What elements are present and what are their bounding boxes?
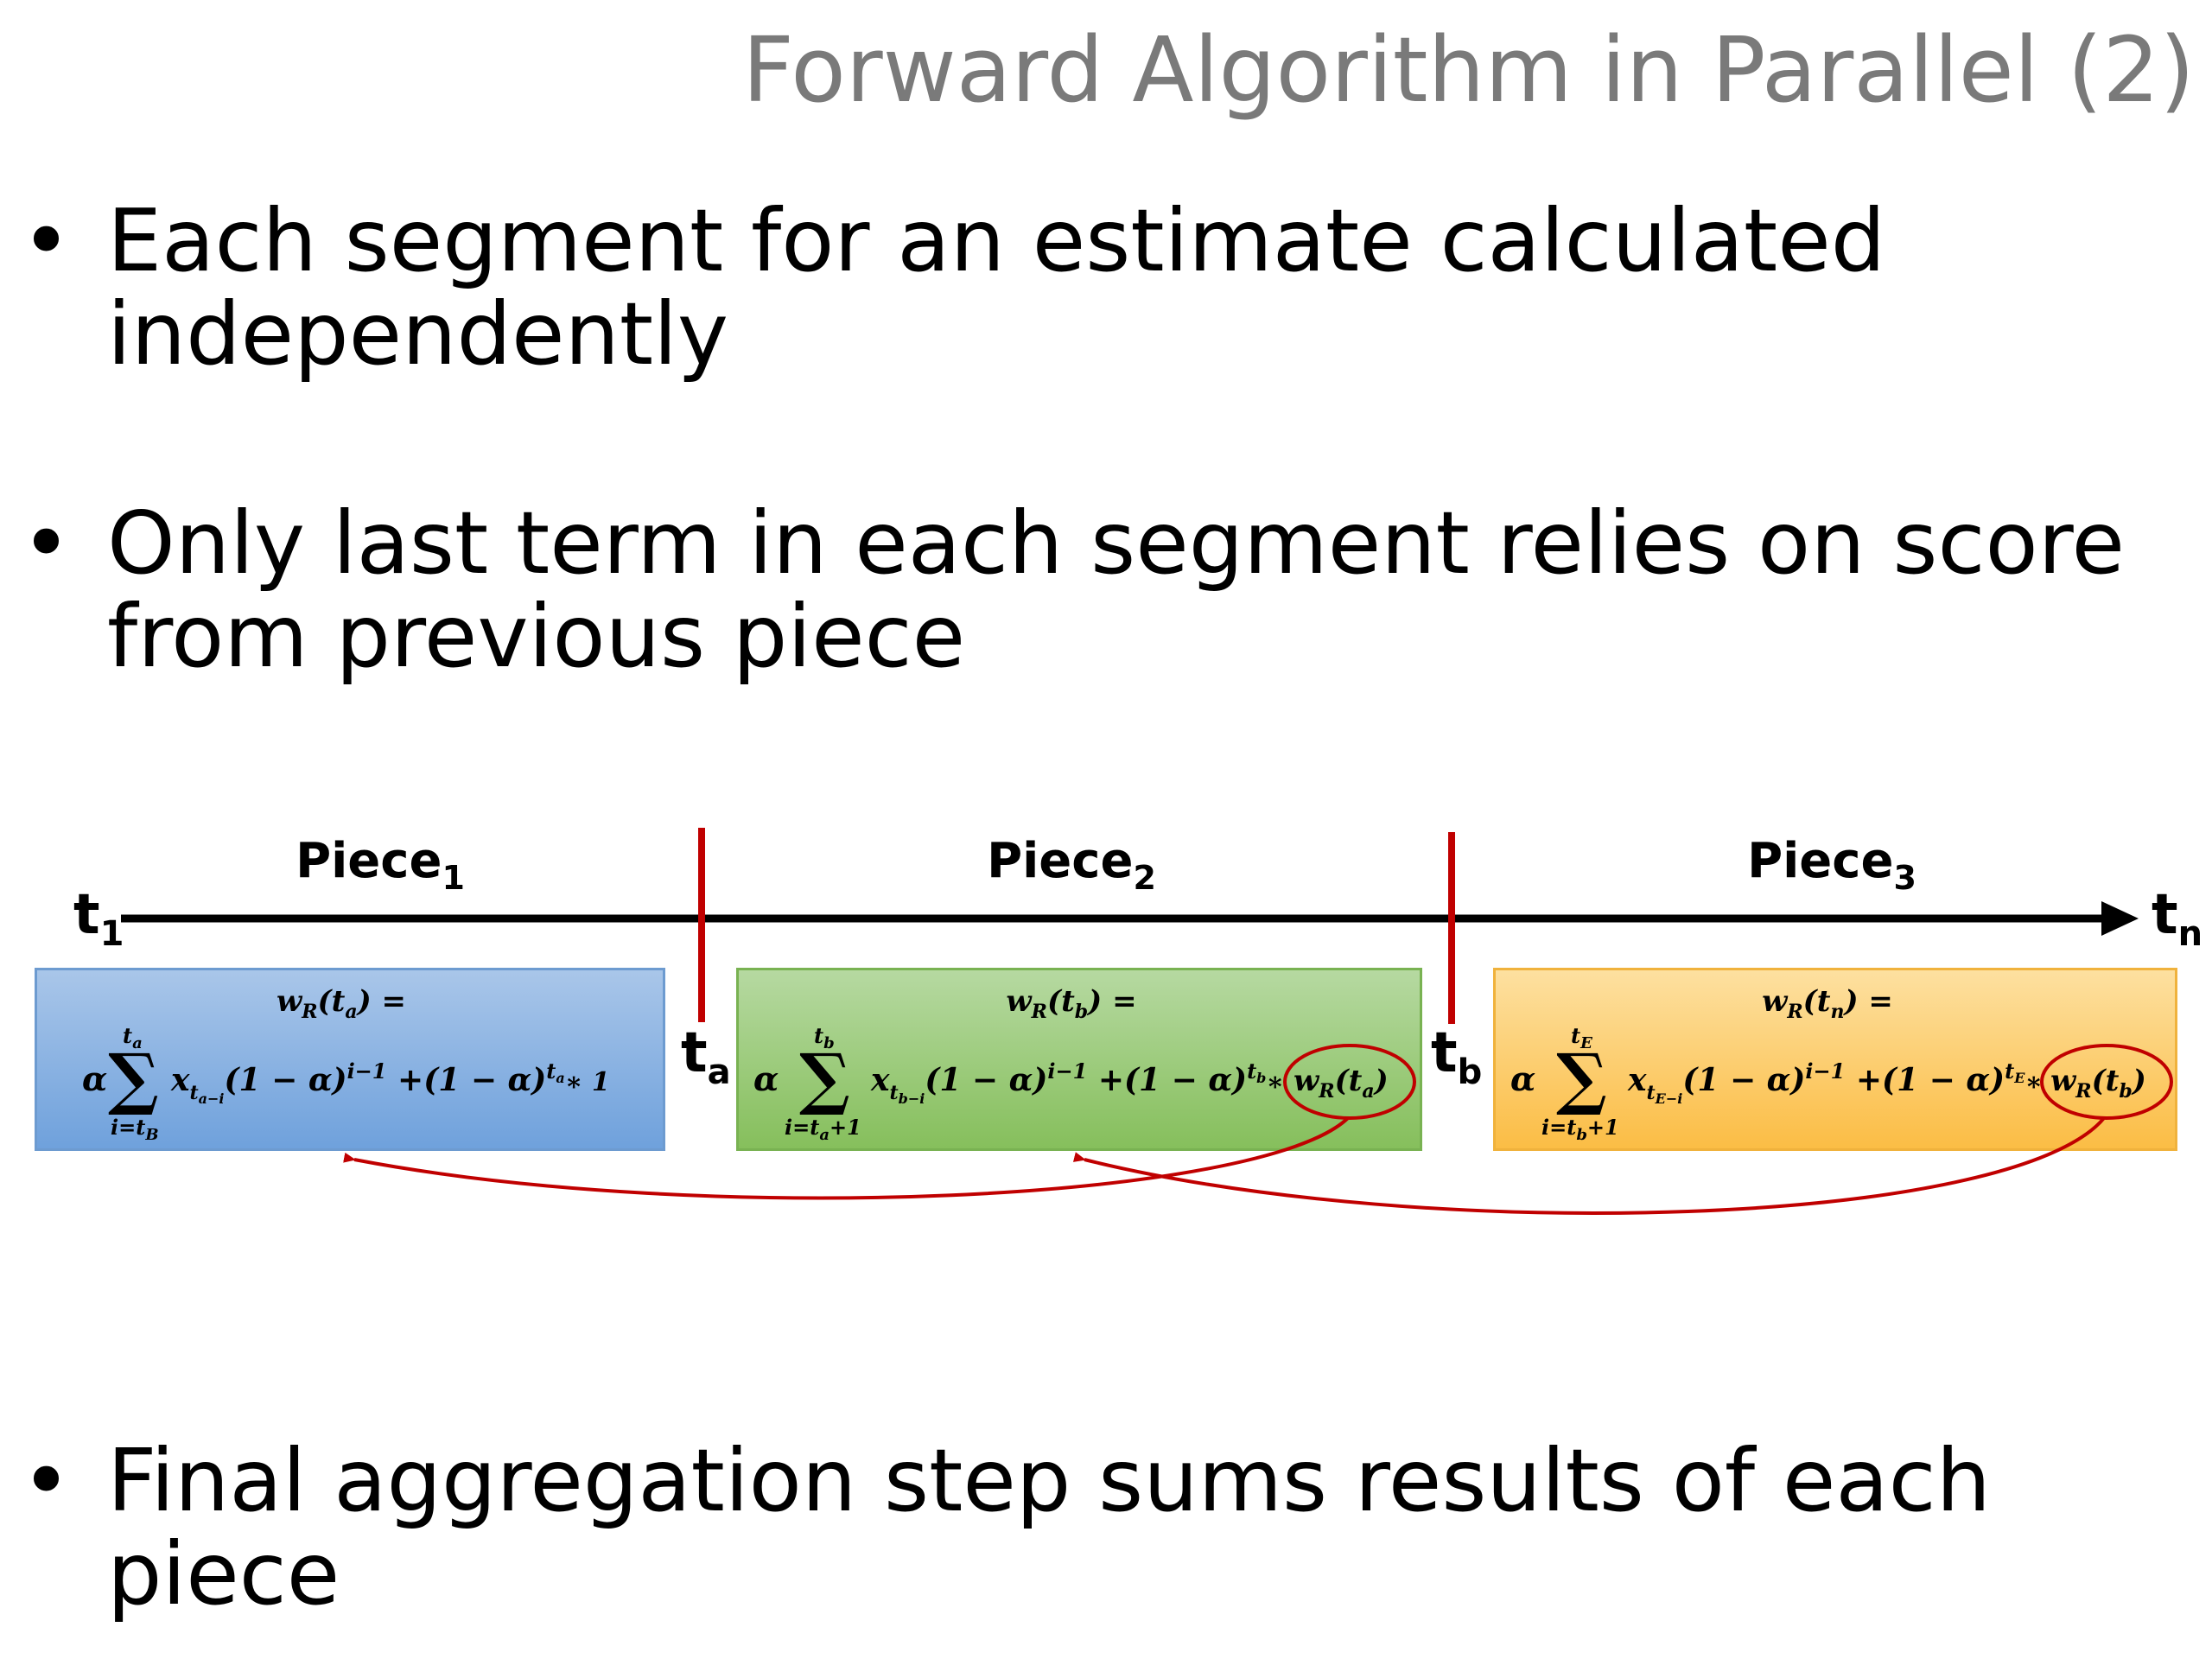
svg-text:xtE−i(1 − α)i−1 +(1 − α)tE∗: xtE−i(1 − α)i−1 +(1 − α)tE∗ <box>1627 1058 2043 1107</box>
svg-text:α: α <box>753 1059 779 1098</box>
svg-text:α: α <box>1510 1059 1535 1098</box>
dependency-arrow-ta-to-piece1 <box>343 1116 1350 1200</box>
piece-2-formula: wR(tb) = α ∑ tb i=ta+1 xtb−i(1 − α)i−1 +… <box>753 984 1416 1144</box>
dependency-circle-tb <box>2040 1044 2173 1120</box>
svg-text:xtb−i(1 − α)i−1 +(1 − α)tb∗: xtb−i(1 − α)i−1 +(1 − α)tb∗ <box>870 1058 1284 1107</box>
piece-1-formula: wR(ta) = α ∑ ta i=tB xta−i(1 − α)i−1 +(1… <box>82 984 610 1144</box>
boundary-ta-label: ta <box>681 1021 731 1092</box>
piece-3-formula: wR(tn) = α ∑ tE i=tb+1 xtE−i(1 − α)i−1 +… <box>1510 984 2173 1144</box>
slide-title: Forward Algorithm in Parallel (2) <box>742 17 2195 123</box>
svg-text:ta: ta <box>123 1023 143 1052</box>
bullet-marker: • <box>21 190 72 291</box>
piece-3-formula-box <box>1493 968 2177 1151</box>
timeline-end-label: tn <box>2152 883 2202 954</box>
timeline-start-label: t1 <box>73 883 124 954</box>
bullet-text: Each segment for an estimate calculated … <box>107 190 1886 385</box>
dependency-circle-ta <box>1283 1044 1416 1120</box>
bullet-marker: • <box>21 493 72 594</box>
svg-text:∑: ∑ <box>108 1039 159 1118</box>
svg-text:wR(tn) =: wR(tn) = <box>1762 984 1893 1023</box>
svg-text:α: α <box>82 1059 107 1098</box>
svg-text:i=ta+1: i=ta+1 <box>785 1115 861 1144</box>
bullet-marker: • <box>21 1430 72 1531</box>
svg-text:wR(tb) =: wR(tb) = <box>1006 984 1136 1023</box>
svg-text:i=tb+1: i=tb+1 <box>1541 1115 1619 1144</box>
dependency-term-wR-ta: wR(ta) <box>1294 1064 1389 1103</box>
boundary-tb-label: tb <box>1431 1021 1482 1092</box>
svg-text:xta−i(1 − α)i−1 +(1 − α)ta∗ 1: xta−i(1 − α)i−1 +(1 − α)ta∗ 1 <box>170 1058 610 1107</box>
svg-text:tE: tE <box>1571 1023 1592 1052</box>
piece-1-formula-box <box>35 968 665 1151</box>
piece-1-label: Piece1 <box>296 833 465 897</box>
piece-2-formula-box <box>736 968 1422 1151</box>
piece-3-label: Piece3 <box>1747 833 1916 897</box>
svg-text:∑: ∑ <box>799 1039 850 1118</box>
bullet-text: Only last term in each segment relies on… <box>107 493 2126 687</box>
svg-text:∑: ∑ <box>1556 1039 1607 1118</box>
dependency-term-wR-tb: wR(tb) <box>2050 1064 2146 1103</box>
piece-2-label: Piece2 <box>987 833 1156 897</box>
svg-text:i=tB: i=tB <box>111 1115 159 1144</box>
svg-text:tb: tb <box>814 1023 835 1052</box>
svg-text:wR(ta) =: wR(ta) = <box>276 984 406 1023</box>
timeline-arrowhead <box>2101 901 2139 936</box>
bullet-text: Final aggregation step sums results of e… <box>107 1430 1992 1624</box>
dependency-arrow-tb-to-piece2 <box>1072 1116 2106 1215</box>
